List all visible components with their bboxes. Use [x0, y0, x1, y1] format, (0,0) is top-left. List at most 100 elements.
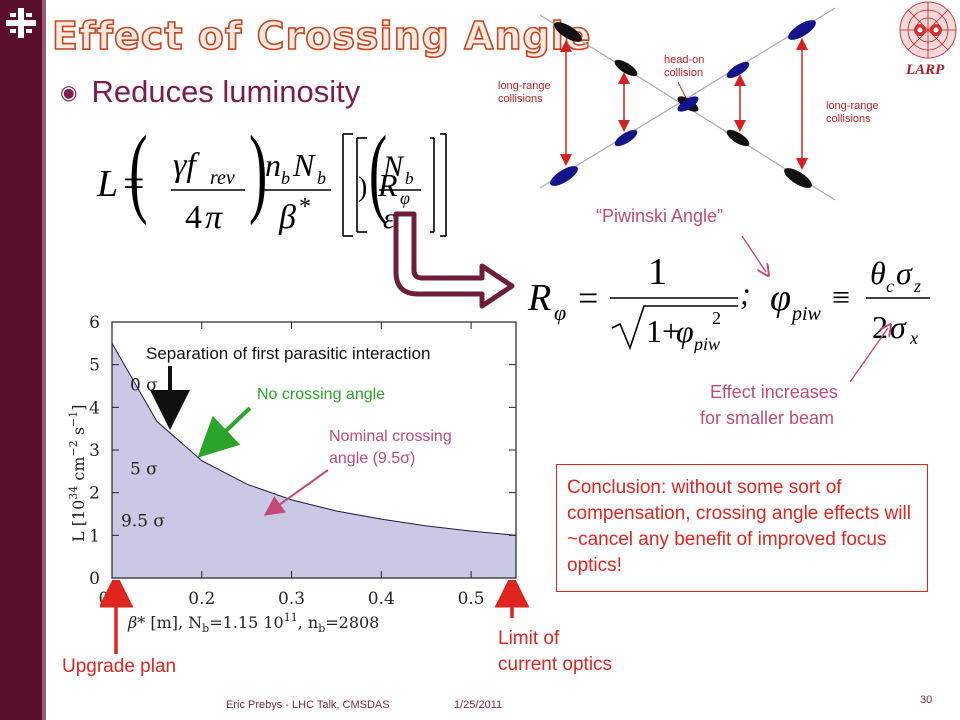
- pink-pointer-arrows: [741, 235, 900, 383]
- svg-text:φ: φ: [676, 313, 694, 349]
- svg-text:=: =: [578, 278, 598, 318]
- svg-text:*: *: [299, 194, 311, 220]
- x-tick-label: 0.3: [278, 589, 305, 609]
- bunch-black: [726, 129, 750, 147]
- svg-text:piw: piw: [790, 303, 822, 325]
- bunch-blue: [614, 129, 638, 147]
- svg-text:1: 1: [648, 251, 667, 293]
- svg-text:≡: ≡: [832, 279, 850, 315]
- y-tick-label: 0: [89, 569, 100, 589]
- label-long-range-left: long-range collisions: [498, 80, 551, 105]
- series-label: 5 σ: [130, 459, 158, 479]
- bunch-black: [614, 59, 638, 77]
- crossing-angle-diagram: [539, 7, 836, 201]
- label-effect-increases-1: Effect increases: [710, 382, 838, 402]
- axis-ticks: [111, 321, 516, 579]
- piwinski-formula: R φ = 1 1+ φ piw 2 ; φ piw ≡ θ c σ z 2 σ…: [527, 251, 930, 353]
- svg-text:φ: φ: [770, 277, 791, 319]
- bunch-black: [554, 22, 582, 42]
- svg-text:φ: φ: [400, 188, 410, 208]
- svg-text:;: ;: [740, 275, 751, 311]
- svg-text:φ: φ: [554, 300, 566, 325]
- svg-text:γf: γf: [173, 147, 200, 184]
- headon-pointer: [677, 81, 687, 99]
- label-effect-increases-2: for smaller beam: [700, 408, 835, 428]
- svg-text:N: N: [292, 147, 316, 183]
- y-tick-label: 1: [89, 526, 100, 546]
- label-upgrade-plan: Upgrade plan: [62, 656, 177, 677]
- x-tick-label: 0.5: [458, 589, 485, 609]
- svg-text:rev: rev: [210, 167, 235, 189]
- svg-text:b: b: [405, 169, 414, 188]
- footer-author: Eric Prebys - LHC Talk, CMSDAS: [226, 699, 390, 711]
- bullet-reduces-luminosity: ◉ Reduces luminosity: [60, 74, 360, 110]
- piwinski-pointer: [741, 235, 766, 272]
- sidebar-bar: [0, 0, 42, 720]
- nominal-crossing-arrow: [263, 469, 329, 516]
- svg-text:z: z: [913, 276, 921, 296]
- svg-text:θ: θ: [870, 255, 886, 291]
- svg-text:(: (: [369, 126, 387, 226]
- sidebar-shade: [42, 0, 46, 720]
- svg-text:π: π: [205, 199, 223, 236]
- svg-text:R: R: [527, 277, 551, 319]
- svg-text:L: L: [96, 163, 118, 205]
- svg-text:x: x: [909, 328, 918, 348]
- larp-logo-text: LARP: [906, 62, 945, 78]
- x-tick-label: 0.4: [368, 589, 395, 609]
- svg-text:σ: σ: [890, 309, 907, 345]
- label-limit-optics-2: current optics: [498, 654, 613, 675]
- y-tick-label: 3: [89, 441, 100, 461]
- svg-text:R: R: [377, 167, 398, 203]
- formula-brackets-right: [430, 133, 447, 237]
- label-limit-optics: Limit of current optics: [498, 626, 612, 678]
- bullet-icon: ◉: [60, 81, 78, 104]
- svg-text:σ: σ: [896, 255, 913, 291]
- label-head-on: head-on collision: [664, 54, 705, 79]
- svg-text:piw: piw: [692, 334, 720, 353]
- x-tick-label: 0.2: [188, 589, 215, 609]
- svg-text:c: c: [886, 276, 894, 296]
- series-labels: 0 σ5 σ9.5 σ: [121, 376, 165, 532]
- big-arrow-icon: [393, 211, 515, 309]
- label-limit-optics-1: Limit of: [498, 628, 560, 649]
- larp-logo-icon: [899, 1, 957, 59]
- red-up-arrows: [100, 580, 530, 654]
- y-tick-label: 5: [89, 356, 100, 376]
- bunch-headon-blue: [677, 96, 699, 112]
- paren-open: (: [129, 126, 147, 226]
- svg-text:=: =: [123, 163, 144, 205]
- label-no-crossing-angle: No crossing angle: [257, 386, 385, 404]
- bunch-blue: [788, 20, 816, 40]
- fermilab-logo-icon: [6, 8, 36, 38]
- label-long-range-right: long-range collisions: [826, 100, 879, 125]
- formula-tail: ) R φ: [358, 167, 410, 208]
- svg-text:n: n: [265, 147, 281, 183]
- conclusion-box: Conclusion: without some sort of compens…: [556, 464, 928, 592]
- x-axis-label: β* [m], Nb=1.15 1011, nb=2808: [127, 611, 379, 635]
- footer-date: 1/25/2011: [454, 699, 503, 711]
- slide-title: Effect of Crossing Angle: [51, 13, 592, 59]
- svg-text:ε: ε: [383, 202, 395, 235]
- svg-text:4: 4: [185, 199, 202, 236]
- label-nominal-crossing-1: Nominal crossing: [329, 428, 452, 445]
- chart-pointer-arrows: [150, 366, 329, 516]
- svg-text:2: 2: [712, 308, 721, 328]
- label-no-crossing-angle-text: No crossing angle: [257, 386, 386, 403]
- effect-pointer: [849, 328, 888, 383]
- bunch-blue: [550, 166, 578, 186]
- label-separation: Separation of first parasitic interactio…: [146, 344, 431, 363]
- page-number: 30: [920, 694, 933, 706]
- bunch-black: [784, 168, 812, 188]
- y-axis-label: L [1034 cm−2 s−1]: [67, 404, 88, 542]
- bunch-blue: [726, 61, 750, 79]
- svg-text:N: N: [382, 150, 405, 183]
- label-piwinski-angle: “Piwinski Angle”: [596, 206, 724, 226]
- label-nominal-crossing: Nominal crossing angle (9.5σ): [329, 426, 452, 470]
- svg-text:b: b: [281, 168, 290, 188]
- series-label: 9.5 σ: [121, 512, 165, 532]
- label-nominal-crossing-2: angle (9.5σ): [329, 450, 416, 467]
- svg-text:β: β: [278, 199, 296, 236]
